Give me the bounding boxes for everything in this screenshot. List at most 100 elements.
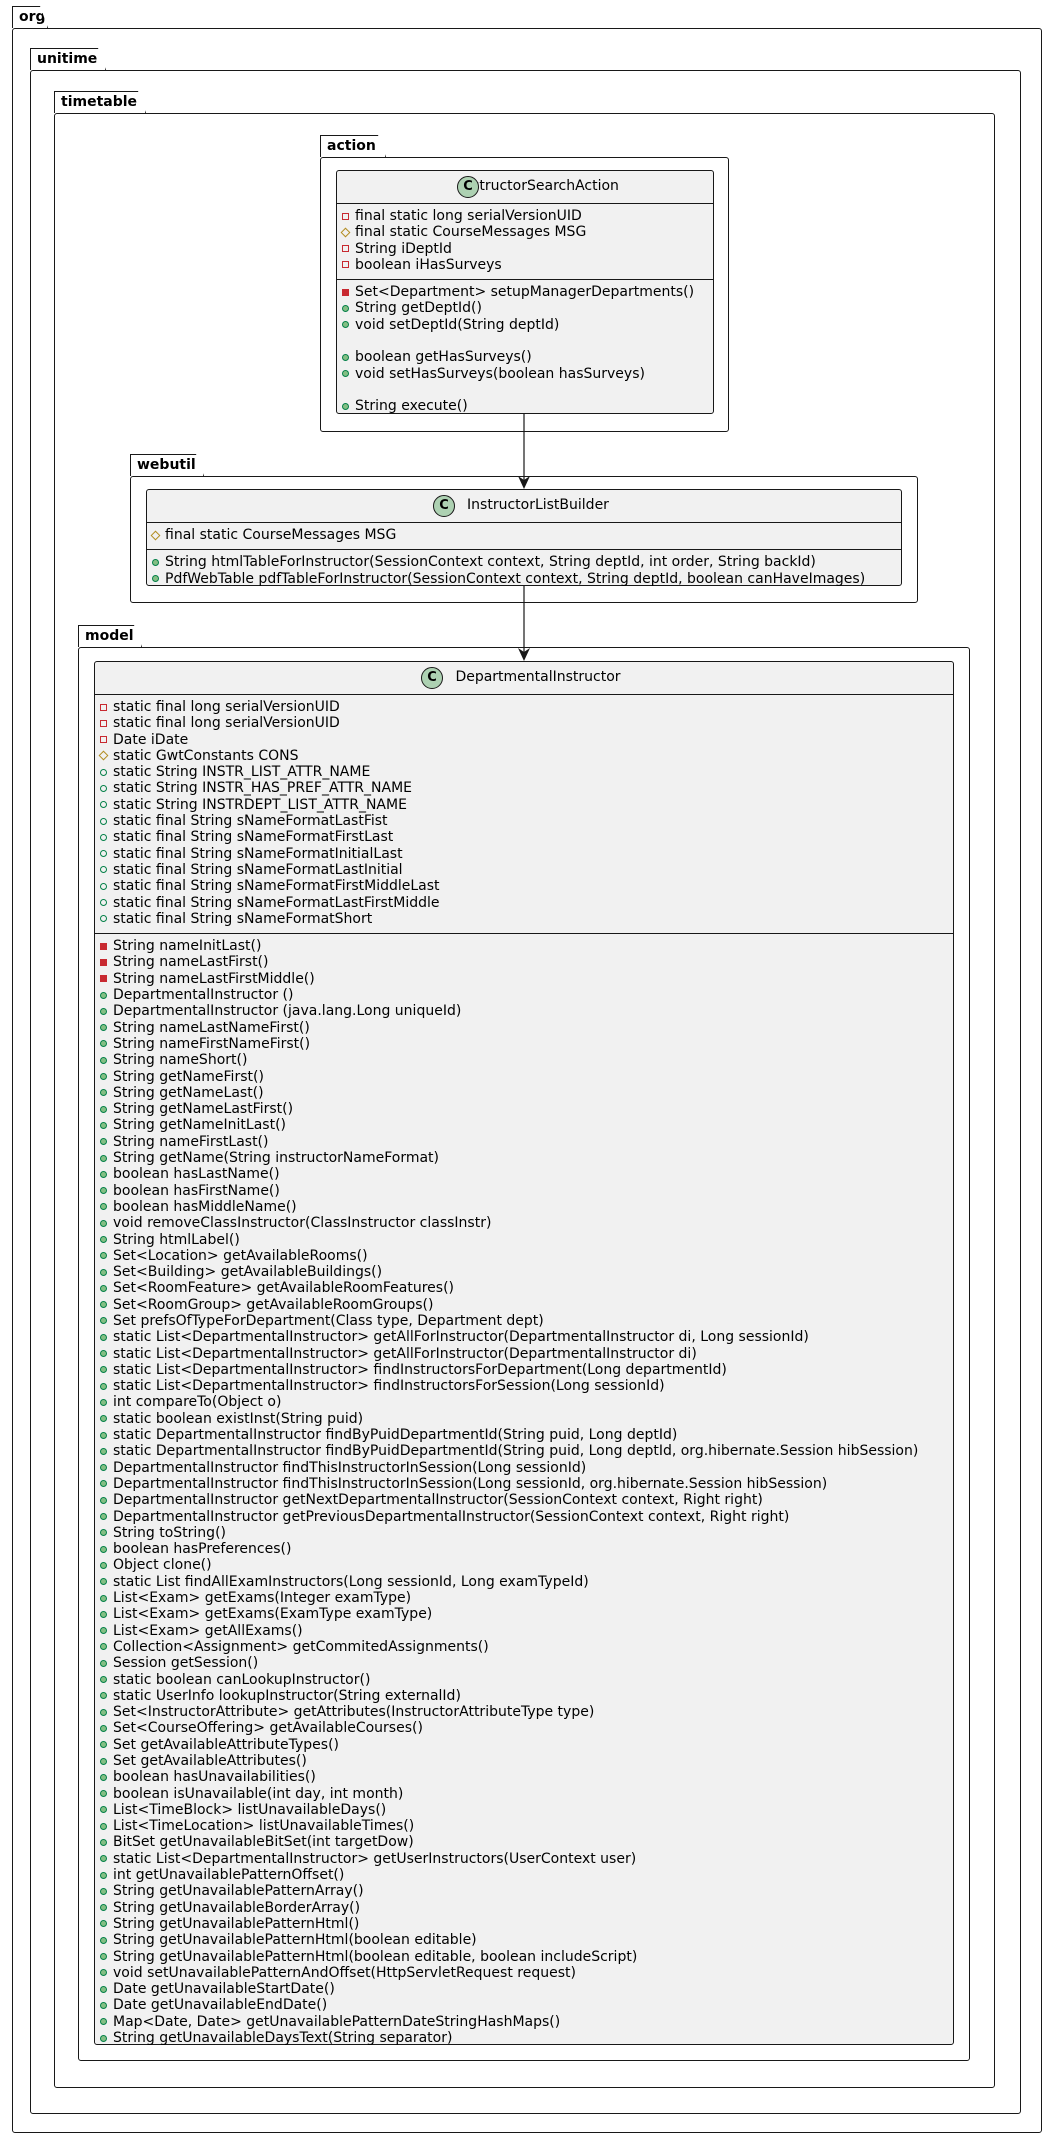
public-method-icon — [100, 1513, 107, 1521]
public-method-icon — [342, 321, 349, 329]
class-member: String iDeptId — [337, 241, 713, 257]
class-member: static final String sNameFormatLastFist — [95, 813, 953, 829]
class-member: static final String sNameFormatLastFirst… — [95, 895, 953, 911]
public-method-icon — [100, 1773, 107, 1781]
member-text: List<TimeLocation> listUnavailableTimes(… — [113, 1818, 415, 1835]
class-member: static List findAllExamInstructors(Long … — [95, 1574, 953, 1590]
class-member: final static CourseMessages MSG — [337, 224, 713, 240]
public-method-icon — [100, 1366, 107, 1374]
class-member: boolean hasPreferences() — [95, 1541, 953, 1557]
class-member: static List<DepartmentalInstructor> getA… — [95, 1346, 953, 1362]
member-text: boolean hasMiddleName() — [113, 1198, 297, 1215]
public-method-icon — [100, 1561, 107, 1569]
public-method-icon — [100, 1415, 107, 1423]
member-text: static List<DepartmentalInstructor> find… — [113, 1378, 665, 1395]
class-member: static final long serialVersionUID — [95, 699, 953, 715]
member-text: static DepartmentalInstructor findByPuid… — [113, 1443, 919, 1460]
class-member: void removeClassInstructor(ClassInstruct… — [95, 1215, 953, 1231]
public-field-icon — [100, 866, 107, 874]
class-member: int getUnavailablePatternOffset() — [95, 1867, 953, 1883]
package-model-label: model — [85, 628, 134, 644]
member-text: String getDeptId() — [355, 300, 482, 317]
package-org — [12, 28, 1042, 2133]
member-text: Session getSession() — [113, 1655, 259, 1672]
member-text: static boolean canLookupInstructor() — [113, 1671, 371, 1688]
class-instructor-search-action[interactable]: C InstructorSearchAction final static lo… — [336, 170, 714, 414]
class-departmental-instructor[interactable]: C DepartmentalInstructor static final lo… — [94, 661, 954, 2047]
class-member: String getDeptId() — [337, 300, 713, 316]
class-member: static List<DepartmentalInstructor> getU… — [95, 1851, 953, 1867]
package-unitime — [30, 70, 1021, 2114]
class-member: DepartmentalInstructor findThisInstructo… — [95, 1460, 953, 1476]
public-method-icon — [100, 1333, 107, 1341]
private-field-icon — [100, 703, 107, 711]
class-member: boolean hasMiddleName() — [95, 1199, 953, 1215]
public-method-icon — [100, 1659, 107, 1667]
class-instructor-list-builder[interactable]: C InstructorListBuilder final static Cou… — [146, 489, 902, 587]
public-method-icon — [100, 1040, 107, 1048]
member-text: String execute() — [355, 398, 468, 415]
class-member: static List<DepartmentalInstructor> getA… — [95, 1329, 953, 1345]
class-member: static UserInfo lookupInstructor(String … — [95, 1688, 953, 1704]
member-text: static List<DepartmentalInstructor> getA… — [113, 1345, 697, 1362]
member-text: String toString() — [113, 1524, 226, 1541]
public-method-icon — [100, 1757, 107, 1765]
public-method-icon — [100, 1301, 107, 1309]
class-header: C DepartmentalInstructor — [95, 662, 953, 694]
package-action-tab: action — [320, 135, 386, 157]
member-text: static String INSTRDEPT_LIST_ATTR_NAME — [113, 796, 407, 813]
class-member: Set<Department> setupManagerDepartments(… — [337, 284, 713, 300]
class-member: String htmlLabel() — [95, 1232, 953, 1248]
member-text: Set<RoomGroup> getAvailableRoomGroups() — [113, 1296, 434, 1313]
public-method-icon — [100, 1953, 107, 1961]
public-field-icon — [100, 882, 107, 890]
public-method-icon — [100, 1431, 107, 1439]
member-text: static List<DepartmentalInstructor> getU… — [113, 1850, 637, 1867]
public-method-icon — [100, 1154, 107, 1162]
member-text: Date iDate — [113, 731, 189, 748]
class-member: boolean hasUnavailabilities() — [95, 1769, 953, 1785]
private-field-icon — [100, 736, 107, 744]
public-method-icon — [100, 1007, 107, 1015]
class-member: String getNameInitLast() — [95, 1117, 953, 1133]
member-text: String getUnavailableDaysText(String sep… — [113, 2030, 453, 2047]
class-member: BitSet getUnavailableBitSet(int targetDo… — [95, 1834, 953, 1850]
private-method-icon — [100, 958, 107, 966]
class-member: Map<Date, Date> getUnavailablePatternDat… — [95, 2014, 953, 2030]
public-method-icon — [100, 1252, 107, 1260]
member-text: String nameLastFirstMiddle() — [113, 970, 315, 987]
member-text: String nameLastFirst() — [113, 954, 269, 971]
member-text: int getUnavailablePatternOffset() — [113, 1867, 345, 1884]
member-text: int compareTo(Object o) — [113, 1394, 282, 1411]
private-field-icon — [100, 719, 107, 727]
private-field-icon — [342, 212, 349, 220]
public-method-icon — [342, 304, 349, 312]
class-member: void setDeptId(String deptId) — [337, 317, 713, 333]
class-header: C InstructorSearchAction — [337, 171, 713, 203]
member-text: List<Exam> getAllExams() — [113, 1622, 303, 1639]
class-stereotype-icon: C — [421, 667, 443, 689]
member-text: String getNameLastFirst() — [113, 1101, 294, 1118]
public-field-icon — [100, 768, 107, 776]
class-member: static final String sNameFormatInitialLa… — [95, 846, 953, 862]
public-field-icon — [100, 784, 107, 792]
member-text: boolean hasLastName() — [113, 1166, 280, 1183]
public-method-icon — [100, 1822, 107, 1830]
public-field-icon — [100, 801, 107, 809]
class-member: String getUnavailablePatternArray() — [95, 1883, 953, 1899]
class-member: DepartmentalInstructor getNextDepartment… — [95, 1492, 953, 1508]
public-method-icon — [152, 558, 159, 566]
member-text: static List<DepartmentalInstructor> getA… — [113, 1329, 809, 1346]
member-text: String getUnavailableBorderArray() — [113, 1899, 361, 1916]
public-method-icon — [100, 1627, 107, 1635]
class-name: InstructorListBuilder — [467, 497, 609, 513]
member-text: String iDeptId — [355, 240, 452, 257]
public-method-icon — [100, 1985, 107, 1993]
public-method-icon — [100, 1708, 107, 1716]
member-text: List<TimeBlock> listUnavailableDays() — [113, 1801, 387, 1818]
arrow-head-departmental-instructor — [518, 648, 530, 661]
member-text: String htmlLabel() — [113, 1231, 240, 1248]
public-method-icon — [152, 575, 159, 583]
member-text: Set<Location> getAvailableRooms() — [113, 1247, 368, 1264]
class-member: final static CourseMessages MSG — [147, 527, 901, 543]
